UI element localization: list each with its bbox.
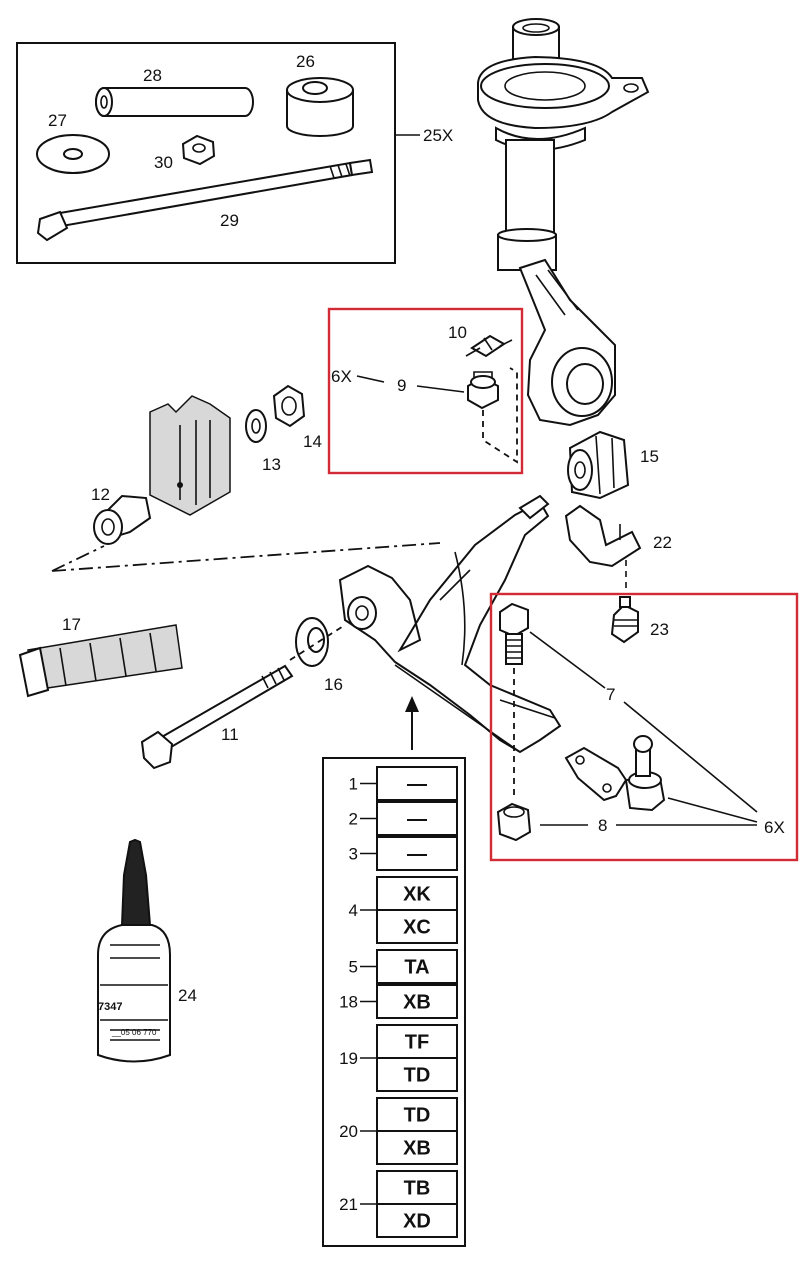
- label-16: 16: [324, 675, 343, 694]
- table-code-cell: [376, 876, 458, 911]
- nut-8-icon: [496, 802, 532, 842]
- label-14: 14: [303, 432, 322, 451]
- table-code-text: TA: [404, 957, 429, 979]
- split-pin-icon: [465, 334, 513, 358]
- long-bolt-icon: [36, 158, 374, 242]
- table-code-text: TB: [404, 1178, 431, 1200]
- bolt-7-icon: [499, 602, 529, 665]
- label-22: 22: [653, 533, 672, 552]
- washer-icon: [36, 134, 110, 174]
- adhesive-bottle-icon: 7347 __05 06 770: [97, 838, 171, 1063]
- table-row-number: 2: [349, 810, 358, 829]
- kit-item-29-number: 29: [220, 211, 239, 230]
- label-11: 11: [221, 725, 239, 744]
- washer-13-icon: [245, 409, 267, 443]
- nut-icon: [181, 134, 216, 166]
- label-8: 8: [598, 816, 607, 835]
- bushing-12-icon: [93, 494, 152, 545]
- table-code-cell: [376, 1057, 458, 1092]
- trim-strip-17-icon: [18, 624, 183, 698]
- table-code-text: —: [407, 809, 427, 831]
- label-15: 15: [640, 447, 659, 466]
- nut-14-icon: [272, 384, 306, 428]
- bottle-code-a: 7347: [98, 1001, 122, 1013]
- kit-item-30-number: 30: [154, 153, 173, 172]
- table-row-number: 19: [339, 1049, 358, 1068]
- bolt-11-icon: [140, 664, 294, 770]
- table-row-number: 5: [349, 958, 358, 977]
- bolt-23-icon: [610, 596, 639, 644]
- table-code-cell: [376, 766, 458, 801]
- label-13: 13: [262, 455, 281, 474]
- label-23: 23: [650, 620, 669, 639]
- lower-control-arm: [338, 494, 562, 754]
- kit-item-28-number: 28: [143, 66, 162, 85]
- bushing-15-icon: [567, 430, 630, 500]
- table-code-text: TD: [404, 1065, 431, 1087]
- table-row-number: 20: [339, 1122, 358, 1141]
- bottle-code-b: __05 06 770: [111, 1028, 157, 1037]
- washer-16-icon: [295, 617, 329, 667]
- table-code-text: —: [407, 844, 427, 866]
- label-10: 10: [448, 323, 467, 342]
- kit-label: 25X: [423, 126, 453, 145]
- table-row-number: 1: [349, 775, 358, 794]
- highlight-box-lower: [489, 592, 799, 862]
- table-row-number: 4: [349, 901, 358, 920]
- strut-assembly: [477, 18, 650, 427]
- table-row-number: 3: [349, 845, 358, 864]
- clamp-22-icon: [564, 504, 642, 568]
- table-code-text: XK: [403, 884, 431, 906]
- label-7: 7: [606, 685, 615, 704]
- table-code-text: —: [407, 774, 427, 796]
- table-code-cell: [376, 1024, 458, 1059]
- subframe-bracket: [149, 395, 231, 516]
- table-code-cell: [376, 1170, 458, 1205]
- table-row-number: 18: [339, 993, 358, 1012]
- label-12: 12: [91, 485, 110, 504]
- table-code-text: XC: [403, 917, 431, 939]
- qty-label-upper: 6X: [331, 367, 352, 386]
- table-code-text: XB: [403, 1138, 431, 1160]
- qty-label-lower: 6X: [764, 818, 785, 837]
- table-code-cell: [376, 801, 458, 836]
- table-code-text: XB: [403, 992, 431, 1014]
- kit-item-27-number: 27: [48, 111, 67, 130]
- table-code-cell: [376, 909, 458, 944]
- kit-item-26-number: 26: [296, 52, 315, 71]
- table-code-cell: [376, 1130, 458, 1165]
- ball-joint-icon: [564, 735, 666, 812]
- table-code-text: TD: [404, 1105, 431, 1127]
- table-code-text: XD: [403, 1211, 431, 1233]
- kit-box-25x: 25X 28 26 27 30: [16, 42, 453, 264]
- bushing-cylinder-icon: [286, 77, 354, 137]
- table-code-cell: [376, 1203, 458, 1238]
- sleeve-tube-icon: [95, 87, 254, 117]
- table-code-cell: [376, 1097, 458, 1132]
- table-code-cell: [376, 949, 458, 984]
- table-code-text: TF: [405, 1032, 429, 1054]
- table-code-cell: [376, 836, 458, 871]
- table-code-cell: [376, 984, 458, 1019]
- label-17: 17: [62, 615, 81, 634]
- label-24: 24: [178, 986, 197, 1005]
- highlight-box-upper: [327, 307, 524, 475]
- table-row-number: 21: [339, 1195, 358, 1214]
- label-9: 9: [397, 376, 406, 395]
- castle-nut-icon: [467, 371, 499, 410]
